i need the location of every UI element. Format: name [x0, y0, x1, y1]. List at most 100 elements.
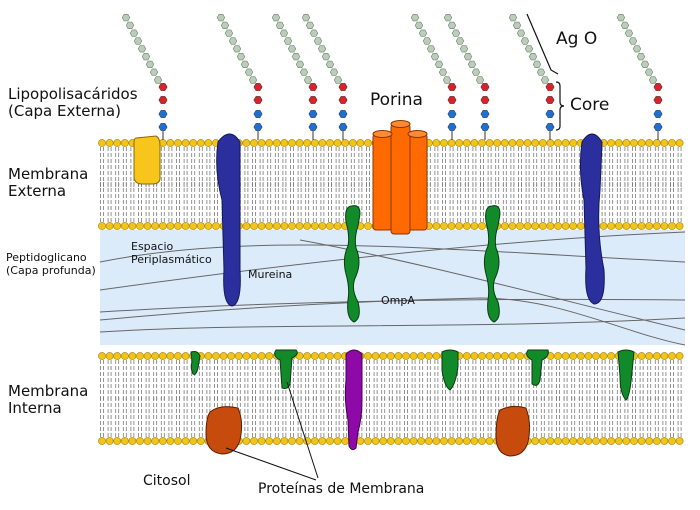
lipid-head	[310, 352, 319, 360]
lipid-head	[98, 352, 106, 360]
lipid-head	[652, 139, 661, 147]
outer-membrane-label-line2: Externa	[8, 182, 67, 201]
o-antigen-sugar	[133, 37, 143, 45]
lipid-head	[196, 222, 205, 230]
o-antigen-sugar	[216, 14, 226, 22]
lipid-head	[318, 222, 327, 230]
o-antigen-sugar	[414, 21, 424, 30]
lipid-head	[630, 139, 638, 147]
blue-lipoprotein-right	[579, 133, 605, 305]
lipid-head	[660, 139, 669, 147]
periplasmic-space-label-line1: Espacio	[131, 240, 174, 253]
lipid-head	[447, 222, 456, 230]
lipid-head	[250, 352, 258, 360]
lipid-head	[554, 352, 562, 360]
lipid-head	[136, 437, 144, 445]
lipid-head	[599, 352, 608, 360]
lipid-head	[538, 437, 547, 445]
lipid-head	[675, 222, 684, 230]
lipid-head	[257, 437, 266, 445]
lipid-head	[432, 139, 441, 147]
lipid-head	[386, 437, 395, 445]
core-sugar	[545, 110, 555, 118]
o-antigen-sugar	[471, 68, 481, 76]
lipid-head	[569, 437, 578, 445]
lipid-head	[151, 222, 160, 230]
porin-top-middle	[390, 120, 411, 128]
o-antigen-sugar	[442, 76, 452, 84]
o-antigen-sugar	[640, 60, 650, 68]
lipid-head	[660, 437, 669, 445]
core-sugar	[253, 110, 263, 118]
lipid-head	[668, 352, 676, 360]
pointer-line-brown	[225, 447, 317, 481]
lipid-head	[143, 437, 152, 445]
citosol-label: Citosol	[143, 473, 191, 489]
lipid-head	[637, 352, 646, 360]
o-antigen-sugar	[153, 76, 163, 84]
o-antigen-sugar	[524, 45, 534, 53]
lipid-head	[288, 222, 296, 230]
o-antigen-sugar	[512, 21, 522, 30]
lipid-head	[462, 222, 471, 230]
lipid-head	[364, 352, 372, 360]
lipid-head	[660, 352, 669, 360]
lipid-head	[128, 437, 137, 445]
lipid-head	[485, 352, 494, 360]
lipid-head	[493, 139, 502, 147]
lipid-head	[379, 437, 388, 445]
lipid-head	[614, 437, 623, 445]
porin-subunit-left	[372, 133, 393, 231]
lipid-head	[288, 139, 296, 147]
lipid-head	[242, 139, 251, 147]
lipid-head	[181, 437, 190, 445]
porin-subunit-right	[407, 133, 428, 231]
o-antigen-sugar	[220, 21, 230, 30]
lipid-head	[364, 437, 372, 445]
lipid-head	[364, 222, 372, 230]
lipid-head	[470, 437, 479, 445]
lipid-head	[212, 352, 220, 360]
peptidoglycan-label-line1: Peptidoglicano	[6, 251, 87, 264]
lipid-head	[143, 352, 152, 360]
o-antigen-sugar	[305, 21, 315, 30]
lipid-head	[318, 352, 327, 360]
o-antigen-sugar	[125, 21, 135, 30]
o-antigen-sugar	[438, 68, 448, 76]
lipid-head	[98, 437, 106, 445]
lipid-head	[280, 222, 289, 230]
lipid-head	[470, 139, 479, 147]
lipid-head	[219, 352, 228, 360]
lipid-head	[478, 437, 486, 445]
lipid-head	[189, 222, 198, 230]
lipid-head	[569, 222, 578, 230]
core-sugar	[545, 123, 555, 131]
lipid-head	[440, 139, 448, 147]
lipid-head	[181, 222, 190, 230]
green-peripheral-protein-2	[274, 349, 298, 389]
core-sugar	[158, 96, 168, 104]
lipid-head	[166, 222, 175, 230]
lipid-head	[660, 222, 669, 230]
lipid-head	[607, 139, 616, 147]
o-antigen-sugar	[443, 14, 453, 22]
o-antigen-sugar	[309, 29, 319, 37]
core-sugar	[308, 83, 318, 91]
core-sugar	[253, 96, 263, 104]
lps-label-line2: (Capa Externa)	[8, 102, 121, 121]
lipid-head	[417, 352, 426, 360]
lipid-head	[242, 437, 251, 445]
lipid-head	[531, 222, 540, 230]
o-antigen-sugar	[291, 52, 301, 61]
lipid-head	[508, 139, 517, 147]
lipid-head	[333, 222, 342, 230]
periplasmic-space-label: Espacio Periplasmático	[131, 240, 212, 266]
lipid-head	[599, 437, 608, 445]
lipid-head	[272, 222, 281, 230]
lipid-head	[136, 222, 144, 230]
lipid-head	[675, 437, 684, 445]
ag-o-bracket	[526, 13, 559, 75]
lipid-head	[303, 352, 312, 360]
o-antigen-sugar	[508, 14, 518, 22]
lipid-head	[652, 352, 661, 360]
